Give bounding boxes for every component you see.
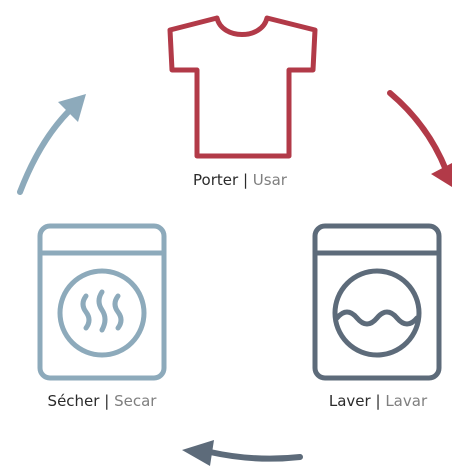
label-wear-sep: | <box>242 171 249 189</box>
label-dry-pt: Secar <box>114 392 157 410</box>
arrow-wash-to-dry <box>182 440 303 466</box>
t-shirt-icon <box>167 15 318 159</box>
label-dry-sep: | <box>104 392 110 410</box>
label-wash: Laver | Lavar <box>329 392 427 410</box>
dryer-icon <box>37 223 167 381</box>
label-wear: Porter | Usar <box>193 171 287 189</box>
arrow-wear-to-wash <box>387 90 452 187</box>
arrow-dry-to-wear <box>17 94 86 195</box>
washing-machine-icon <box>312 223 442 381</box>
label-wear-pt: Usar <box>252 171 287 189</box>
label-wash-sep: | <box>375 392 381 410</box>
label-wash-pt: Lavar <box>385 392 428 410</box>
label-dry-fr: Sécher <box>47 392 100 410</box>
label-dry: Sécher | Secar <box>48 392 157 410</box>
label-wash-fr: Laver <box>328 392 371 410</box>
label-wear-fr: Porter <box>193 171 239 189</box>
